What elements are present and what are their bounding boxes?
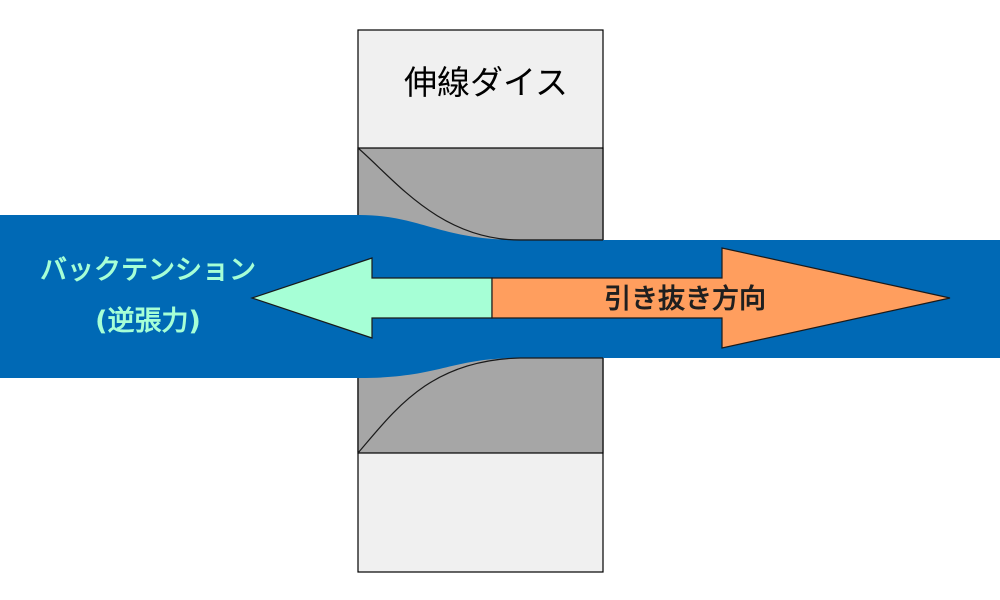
- back-tension-label-line1: バックテンション: [40, 255, 256, 286]
- die-curve-top: [357, 147, 603, 241]
- back-tension-arrow: [250, 257, 493, 339]
- back-tension-label-line2: (逆張力): [95, 305, 201, 337]
- pull-direction-label: 引き抜き方向: [604, 283, 766, 315]
- die-curve-bottom: [357, 357, 603, 454]
- pull-direction-arrow: [491, 247, 951, 349]
- die-label: 伸線ダイス: [404, 63, 568, 102]
